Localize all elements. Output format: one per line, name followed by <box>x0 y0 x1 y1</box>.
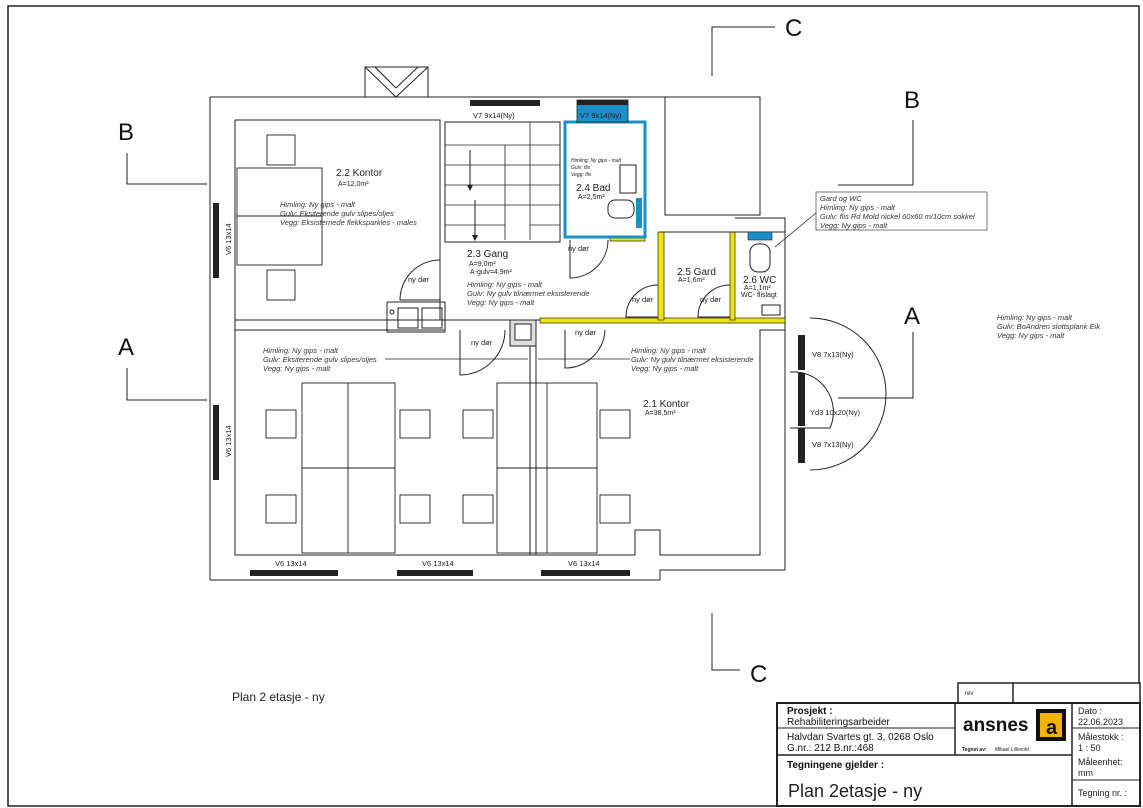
section-c-top: C <box>785 15 802 42</box>
rooms-0-notes-0: Himling: Ny gips - malt <box>280 200 356 209</box>
title_block-prosjekt_label: Prosjekt : <box>787 706 833 717</box>
title_block-maleenhet: mm <box>1078 768 1093 778</box>
title_block-gjelder: Plan 2etasje - ny <box>788 781 922 801</box>
section-a-left: A <box>118 334 134 361</box>
title_block-tegnet_av: Mikael Lillevold <box>995 747 1029 753</box>
rooms-1-notes-2: Vegg: Ny gips - malt <box>467 298 535 307</box>
door-label: ny dør <box>471 338 493 347</box>
notes_mid_lower-1: Gulv: Ny gulv tilnærmet eksisterende <box>631 355 754 364</box>
door-labels: ny dør ny dør ny dør ny dør ny dør ny dø… <box>408 244 722 347</box>
rooms-4-area: A=1,1m² <box>744 285 771 292</box>
rooms-1-area2: A-gulv=4,9m² <box>470 269 512 276</box>
section-markers: B A C C B A <box>118 15 920 688</box>
window-label-v6: V6 13x14 <box>224 425 233 457</box>
title_block-gjelder_label: Tegningene gjelder : <box>787 760 884 771</box>
chimney <box>364 66 429 98</box>
door-label: ny dør <box>700 295 722 304</box>
notes_mid_lower-0: Himling: Ny gips - malt <box>631 346 707 355</box>
title_block-rev: rev <box>965 691 973 697</box>
window-label-v6: V6 13x14 <box>275 559 307 568</box>
title-block: rev Prosjekt : Rehabiliteringsarbeider H… <box>776 682 1141 807</box>
gard_wc_box-0: Gard og WC <box>820 194 862 203</box>
window-label-v6: V6 13x14 <box>568 559 600 568</box>
section-a-right: A <box>904 303 920 330</box>
notes_right-1: Gulv: BoAndren slottsplank Eik <box>997 322 1101 331</box>
title_block-malestokk_label: Målestokk : <box>1078 732 1124 742</box>
notes_left_lower-2: Vegg: Ny gips - malt <box>263 364 331 373</box>
doors <box>399 239 887 471</box>
title_block-tegnet_av_label: Tegnet av: <box>962 747 987 753</box>
window-label-v7-bath: V7 9x14(Ny) <box>580 111 622 120</box>
rooms-1-notes-1: Gulv: Ny gulv tilnærmet eksisterende <box>467 289 590 298</box>
rooms-0-name: 2.2 Kontor <box>336 168 383 179</box>
rooms-4-extra: WC- flislagt <box>741 292 777 299</box>
door-label: ny dør <box>575 328 597 337</box>
window-label-v8: V8 7x13(Ny) <box>812 440 854 449</box>
section-c-bottom: C <box>750 661 767 688</box>
title_block-dato_label: Dato : <box>1078 706 1102 716</box>
door-label-yd3: Yd3 10x20(Ny) <box>810 408 861 417</box>
rooms-0-notes-2: Vegg: Eksisternede flekksparkles - males <box>280 218 417 227</box>
gard_wc_box-2: Gulv: flis Rd Mold nickel 60x60 m/10cm s… <box>820 212 975 221</box>
rooms-3-area: A=1,6m² <box>678 277 705 284</box>
rooms-0-area: A=12,0m² <box>338 181 369 188</box>
rooms-1-notes-0: Himling: Ny gips - malt <box>467 280 543 289</box>
door-label: ny dør <box>632 295 654 304</box>
section-b-left: B <box>118 119 134 146</box>
title_block-dato: 22.06.2023 <box>1078 717 1123 727</box>
rooms-1-name: 2.3 Gang <box>467 249 508 260</box>
rooms-3-name: 2.5 Gard <box>677 267 716 278</box>
rooms-0-notes-1: Gulv: Eksiterende gulv slipes/oljes <box>280 209 394 218</box>
rooms-2-name: 2.4 Bad <box>576 183 610 194</box>
walls <box>209 96 786 581</box>
gard_wc_box-1: Himling: Ny gips - malt <box>820 203 896 212</box>
rooms-2-area: A=2,5m² <box>578 194 605 201</box>
rooms-4-name: 2.6 WC <box>743 275 776 286</box>
rooms-1-area: A=9,0m² <box>469 261 496 268</box>
title_block-tegning_nr_label: Tegning nr. : <box>1078 788 1127 798</box>
furniture <box>236 134 631 554</box>
title_block-address: Halvdan Svartes gt. 3, 0268 Oslo <box>787 732 934 743</box>
notes_left_lower-0: Himling: Ny gips - malt <box>263 346 339 355</box>
notes_right-0: Himling: Ny gips - malt <box>997 313 1073 322</box>
gard_wc_box-3: Vegg: Ny gips - malt <box>820 221 888 230</box>
title_block-gnr: G.nr.: 212 B.nr.:468 <box>787 743 874 754</box>
rooms-2-notes-1: Gulv: flis <box>571 165 591 171</box>
door-label: ny dør <box>568 244 590 253</box>
window-label-v6: V6 13x14 <box>422 559 454 568</box>
rooms-5-name: 2.1 Kontor <box>643 399 690 410</box>
title_block-prosjekt: Rehabiliteringsarbeider <box>787 717 891 728</box>
title_block-maleenhet_label: Måleenhet: <box>1078 757 1123 767</box>
company-logo-text: ansnes <box>963 715 1028 736</box>
windows: V7 9x14(Ny) V7 9x14(Ny) V6 13x14 V6 13x1… <box>213 100 861 576</box>
rooms-5-area: A=38,5m² <box>645 410 676 417</box>
window-label-v7: V7 9x14(Ny) <box>473 111 515 120</box>
window-label-v6: V6 13x14 <box>224 223 233 255</box>
notes_mid_lower-2: Vegg: Ny gips - malt <box>631 364 699 373</box>
rooms-2-notes-0: Himling: Ny gips - malt <box>571 158 622 164</box>
section-b-right: B <box>904 87 920 114</box>
drawing-title: Plan 2 etasje - ny <box>232 690 325 704</box>
drawing-frame <box>7 5 1140 807</box>
window-label-v8: V8 7x13(Ny) <box>812 350 854 359</box>
notes_left_lower-1: Gulv: Eksiterende gulv slipes/oljes <box>263 355 377 364</box>
notes_right-2: Vegg: Ny gips - malt <box>997 331 1065 340</box>
rooms-2-notes-2: Vegg: flis <box>571 172 592 178</box>
title_block-malestokk: 1 : 50 <box>1078 743 1101 753</box>
door-label: ny dør <box>408 275 430 284</box>
room-labels: 2.2 Kontor A=12,0m² Himling: Ny gips - m… <box>263 158 1101 417</box>
svg-text:a: a <box>1046 717 1058 739</box>
